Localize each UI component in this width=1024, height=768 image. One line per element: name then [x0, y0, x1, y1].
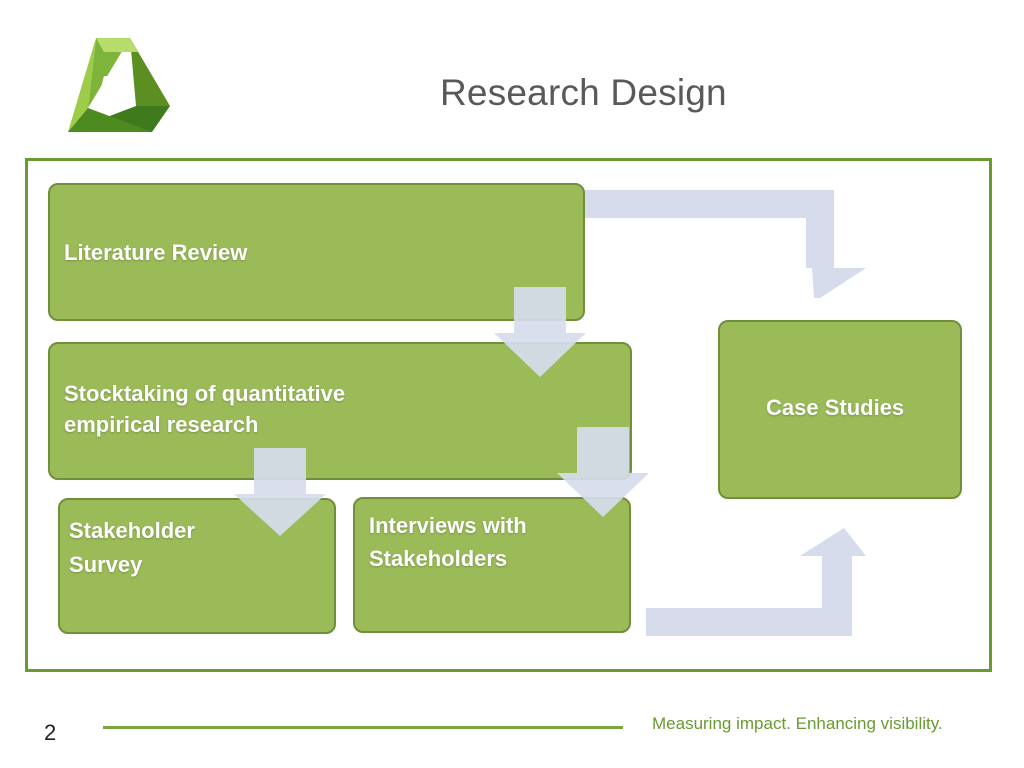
literature-review-box: Literature Review: [48, 183, 585, 321]
arrow-stakeholders-to-case-studies: [646, 528, 866, 636]
arrow-literature-to-stocktaking: [494, 287, 586, 377]
logo-triangle-icon: [68, 38, 170, 132]
stocktaking-label-line1: Stocktaking of quantitative: [64, 381, 346, 406]
interviews-box: Interviews with Stakeholders: [353, 497, 631, 633]
literature-review-label: Literature Review: [64, 240, 248, 265]
page-number: 2: [44, 720, 57, 745]
case-studies-box: Case Studies: [718, 320, 962, 499]
diagram-frame: [25, 158, 992, 672]
slide-title: Research Design: [440, 72, 727, 113]
interviews-label-line1: Interviews with: [369, 513, 527, 538]
case-studies-label: Case Studies: [766, 395, 905, 420]
survey-label-line2: Survey: [69, 552, 143, 578]
interviews-label-line2: Stakeholders: [369, 546, 508, 571]
arrow-stocktaking-to-survey: [234, 448, 326, 536]
survey-label-line1: Stakeholder: [69, 518, 195, 543]
arrow-stocktaking-to-interviews: [557, 427, 649, 517]
footer-tagline: Measuring impact. Enhancing visibility.: [652, 714, 943, 733]
stocktaking-box: Stocktaking of quantitative empirical re…: [48, 342, 632, 480]
arrow-literature-to-case-studies: [580, 190, 866, 298]
stocktaking-label-line2: empirical research: [64, 412, 259, 438]
footer-divider: [103, 726, 623, 729]
